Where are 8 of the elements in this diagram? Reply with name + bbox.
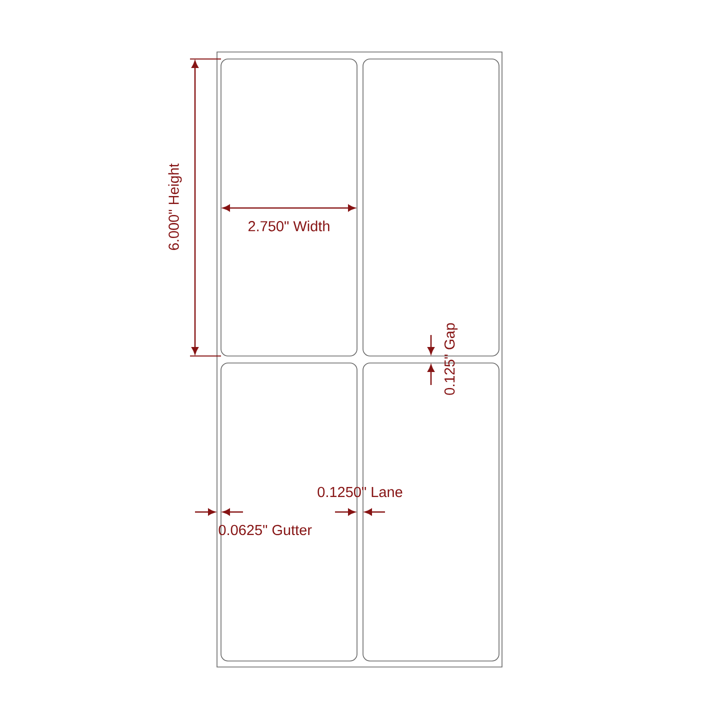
dimension-label: 0.1250" Lane [318, 486, 402, 498]
sheet-outline [216, 52, 502, 668]
dimension-label: 0.125" Gap [444, 323, 458, 395]
label-outline [220, 58, 358, 356]
label-outline [362, 58, 500, 356]
dimension-label: 6.000" Height [168, 163, 182, 250]
dimension-label: 0.0625" Gutter [218, 524, 312, 536]
dimension-label: 2.750" Width [248, 220, 330, 232]
